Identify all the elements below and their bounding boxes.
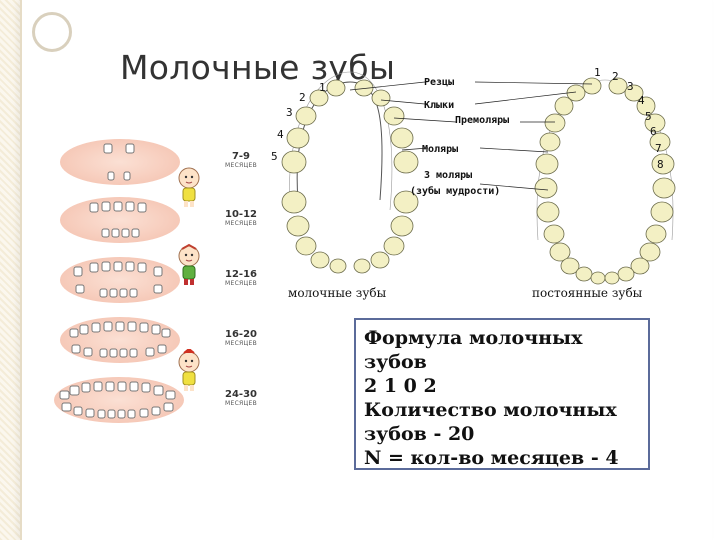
formula-box: Формула молочных зубов 2 1 0 2 Количеств… [354, 318, 650, 470]
milk-tooth-number: 3 [286, 106, 293, 119]
stage-age: 7-9 [231, 151, 251, 162]
eruption-stage: 7-9 МЕСЯЦЕВ [24, 135, 280, 191]
milk-tooth-number: 2 [299, 91, 306, 104]
formula-line: N = кол-во месяцев - 4 [364, 447, 619, 469]
stage-unit: МЕСЯЦЕВ [225, 400, 257, 407]
stage-age: 24-30 [225, 389, 257, 400]
stage-unit: МЕСЯЦЕВ [225, 162, 257, 169]
formula-line: 2 1 0 2 [364, 375, 437, 397]
permanent-tooth-number: 2 [612, 70, 619, 83]
permanent-tooth-number: 8 [657, 158, 664, 171]
stage-unit: МЕСЯЦЕВ [225, 340, 257, 347]
eruption-stage: 24-30 МЕСЯЦЕВ [24, 375, 280, 431]
milk-teeth-caption: молочные зубы [288, 286, 387, 300]
permanent-tooth-number: 6 [650, 125, 657, 138]
milk-tooth-number: 1 [319, 81, 326, 94]
page-title: Молочные зубы [120, 48, 396, 87]
gum-illustration [54, 377, 184, 423]
teeth-illustration [59, 381, 176, 419]
formula-line: зубов - 20 [364, 423, 475, 445]
stage-label: 24-30 МЕСЯЦЕВ [216, 389, 266, 407]
teeth-illustration [73, 261, 163, 298]
label-canines: Клыки [424, 100, 455, 111]
milk-tooth-number: 4 [277, 128, 284, 141]
gum-illustration [60, 257, 180, 303]
eruption-stage: 16-20 МЕСЯЦЕВ [24, 315, 280, 371]
formula-line: Формула молочных зубов [364, 327, 583, 373]
leader-lines [349, 81, 593, 191]
baby-illustration [178, 167, 200, 207]
stage-label: 10-12 МЕСЯЦЕВ [216, 209, 266, 227]
eruption-stages-panel: 7-9 МЕСЯЦЕВ 10-12 МЕСЯЦЕВ [24, 131, 280, 431]
stage-unit: МЕСЯЦЕВ [225, 280, 257, 287]
dental-arches-diagram [281, 71, 676, 285]
stage-label: 12-16 МЕСЯЦЕВ [216, 269, 266, 287]
stage-label: 7-9 МЕСЯЦЕВ [216, 151, 266, 169]
baby-illustration [178, 349, 200, 391]
teeth-illustration [103, 143, 135, 181]
permanent-tooth-number: 7 [655, 142, 662, 155]
permanent-tooth-number: 3 [627, 80, 634, 93]
permanent-teeth-arch [534, 77, 676, 285]
gum-illustration [60, 197, 180, 243]
permanent-tooth-number: 1 [594, 66, 601, 79]
permanent-tooth-number: 5 [645, 110, 652, 123]
label-incisors: Резцы [424, 77, 455, 88]
stage-label: 16-20 МЕСЯЦЕВ [216, 329, 266, 347]
label-third-molars: 3 моляры [424, 170, 473, 181]
permanent-tooth-number: 4 [638, 94, 645, 107]
teeth-illustration [69, 321, 171, 358]
label-wisdom-teeth: (зубы мудрости) [410, 186, 501, 197]
gum-illustration [60, 317, 180, 363]
milk-tooth-number: 5 [271, 150, 278, 163]
eruption-stage: 12-16 МЕСЯЦЕВ [24, 255, 280, 311]
stage-unit: МЕСЯЦЕВ [225, 220, 257, 227]
stage-age: 16-20 [225, 329, 257, 340]
teeth-illustration [89, 201, 147, 238]
milk-teeth-arch [281, 71, 419, 274]
stage-age: 10-12 [225, 209, 257, 220]
label-molars: Моляры [422, 144, 459, 155]
decorative-ring [32, 12, 72, 52]
gum-illustration [60, 139, 180, 185]
label-premolars: Премоляры [455, 115, 510, 126]
eruption-stage: 10-12 МЕСЯЦЕВ [24, 195, 280, 251]
baby-illustration [178, 243, 200, 285]
stage-age: 12-16 [225, 269, 257, 280]
permanent-teeth-caption: постоянные зубы [532, 286, 643, 300]
formula-line: Количество молочных [364, 399, 617, 421]
